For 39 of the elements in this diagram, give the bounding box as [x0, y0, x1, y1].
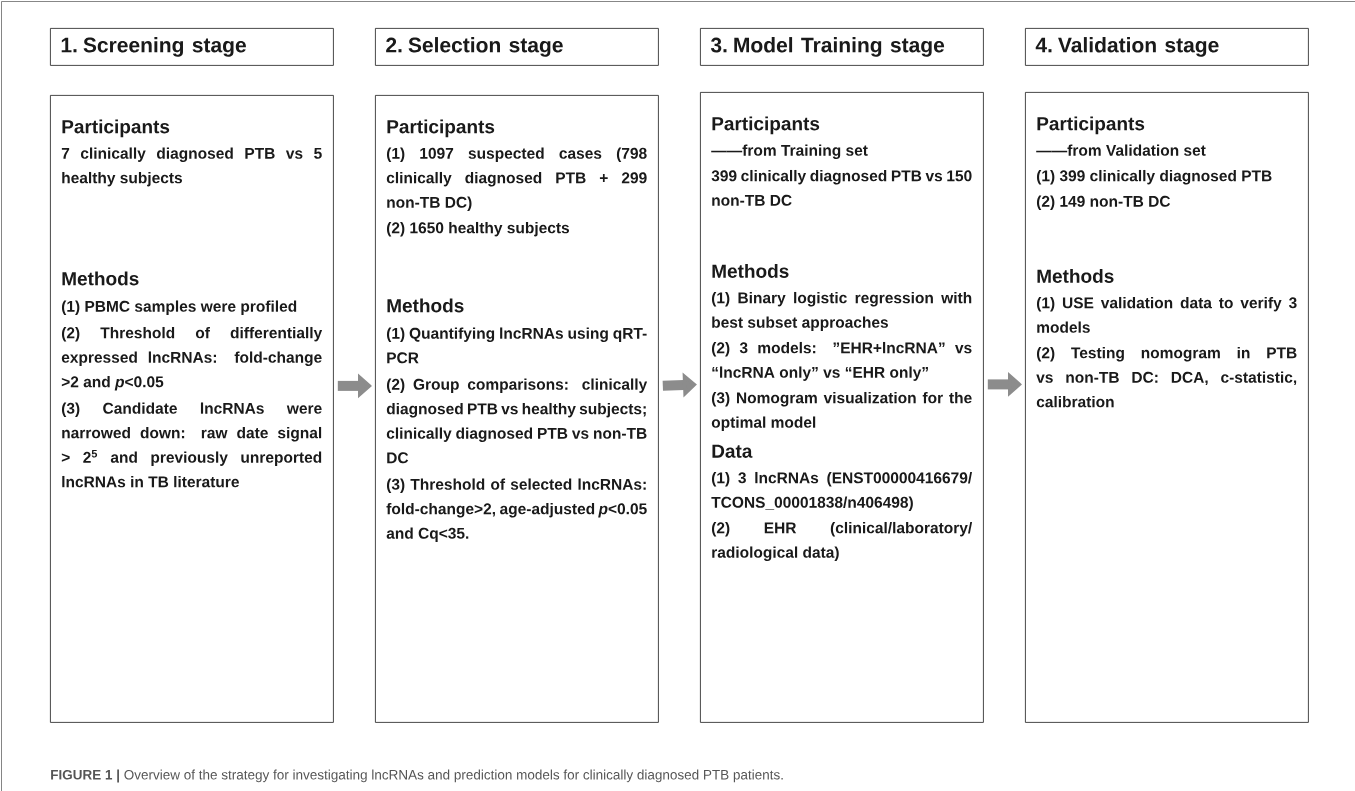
body-text: (3) Nomogram visualization for the optimal model: [711, 391, 972, 431]
body-text: (2) 3 models: ”EHR+lncRNA” vs “lncRNA only” vs “EHR only”: [712, 341, 972, 381]
body-text: 7 clinically diagnosed PTB vs 5 healthy subjects: [61, 147, 322, 187]
body-text: (1) 399 clinically diagnosed PTB: [1037, 169, 1272, 185]
body-text: (2) 1650 healthy subjects: [387, 221, 570, 237]
stage-title-box: 3. Model Training stage: [700, 28, 984, 66]
body-text: (1) 1097 suspected cases (798 clinically diagnosed PTB + 299 non-TB DC): [386, 147, 647, 211]
stage-box: [700, 92, 984, 723]
body-text: ——from Validation set: [1036, 144, 1206, 156]
section-heading: Participants: [712, 116, 820, 135]
body-text: (3) Threshold of selected lncRNAs: fold-change>2, age-adjusted p<0.05 and Cq<35.: [386, 478, 647, 542]
body-text: (2) Testing nomogram in PTB vs non-TB DC: DCA, c-statistic, calibration: [1036, 346, 1297, 408]
body-text: (2) Threshold of differentially expressed lncRNAs: fold-change >2 and p<0.05: [61, 326, 323, 391]
body-text: 399 clinically diagnosed PTB vs 150 non-TB DC: [711, 169, 972, 206]
stage-title-box: 4. Validation stage: [1025, 28, 1309, 66]
body-text: (2) 149 non-TB DC: [1037, 195, 1171, 210]
section-heading: Methods: [1037, 268, 1114, 283]
caption: FIGURE 1 | Overview of the strategy for investigating lncRNAs and prediction models for clinically diagnosed PTB patients.: [51, 769, 783, 783]
stage-box: [1025, 92, 1309, 723]
body-text: (3) Candidate lncRNAs were narrowed down: raw date signal > 2$^{5}$ and previously unreported lncRNAs in TB literature: [61, 402, 322, 488]
section-heading: Participants: [1037, 116, 1145, 135]
stage-title-box: 1. Screening stage: [50, 28, 334, 66]
section-heading: Methods: [62, 271, 139, 286]
stage-title-box: 2. Selection stage: [375, 28, 659, 66]
body-text: (1) PBMC samples were profiled: [62, 300, 297, 315]
stage-box: [50, 95, 334, 723]
body-text: (1) Binary logistic regression with best subset approaches: [712, 291, 972, 331]
body-text: (1) 3 lncRNAs (ENST00000416679/TCONS_00001838/n406498): [711, 471, 972, 511]
body-text: (1) Quantifying lncRNAs using qRT-PCR: [387, 327, 647, 364]
section-heading: Data: [712, 444, 753, 458]
body-text: (2) Group comparisons: clinically diagnosed PTB vs healthy subjects; clinically diagnosed PTB vs non-TB DC: [386, 378, 648, 464]
section-heading: Methods: [712, 263, 789, 278]
body-text: ——from Training set: [711, 144, 868, 159]
section-heading: Participants: [387, 119, 495, 138]
section-heading: Participants: [62, 119, 170, 138]
body-text: (2) EHR (clinical/laboratory/radiological data): [712, 521, 973, 561]
section-heading: Methods: [387, 298, 464, 313]
stage-box: [375, 95, 659, 723]
body-text: (1) USE validation data to verify 3 models: [1037, 296, 1297, 333]
